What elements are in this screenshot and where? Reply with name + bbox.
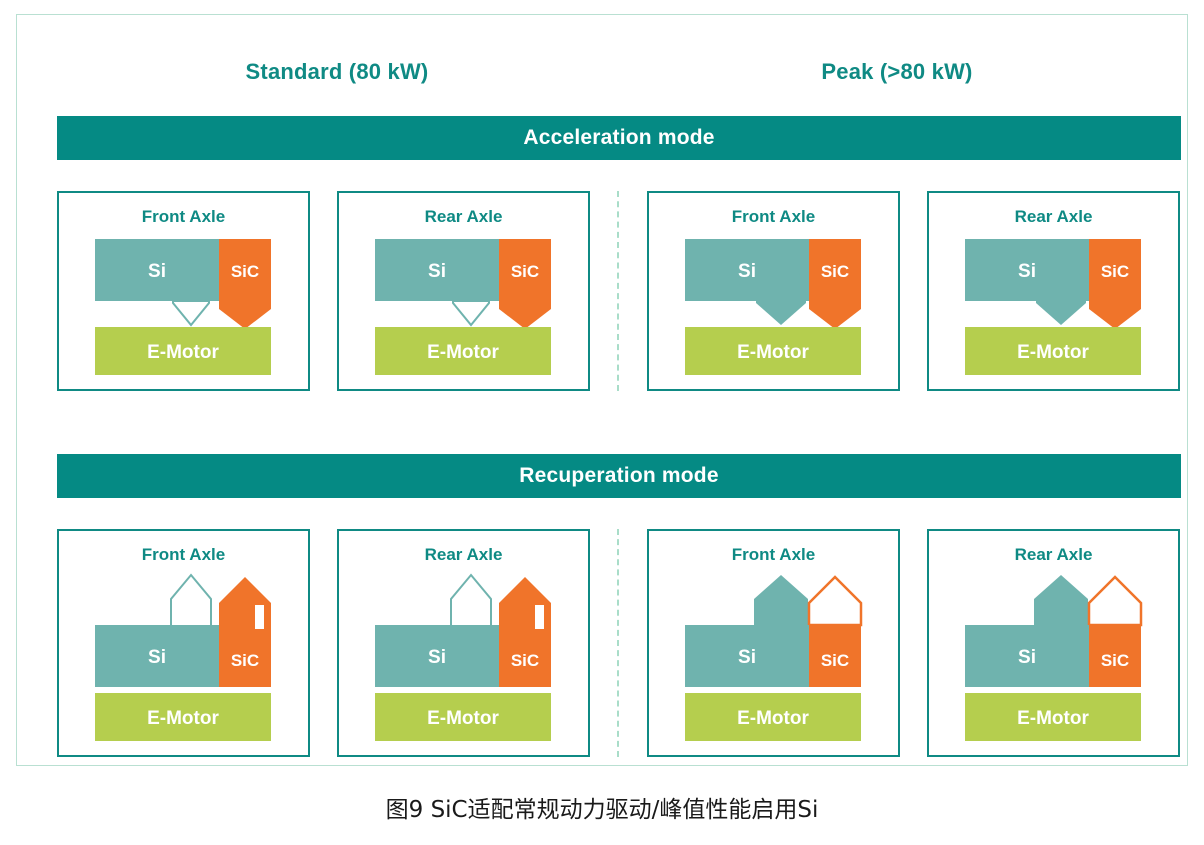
sic-block-with-arrow: [219, 239, 271, 329]
sic-recuperation-arrow-outline: [807, 575, 863, 627]
column-divider-recuperation: [617, 529, 619, 757]
e-motor-label: E-Motor: [1017, 342, 1089, 363]
axle-title: Rear Axle: [1014, 545, 1093, 564]
sic-block: [809, 625, 861, 687]
mode-banner-recuperation: Recuperation mode: [57, 454, 1181, 498]
axle-title: Rear Axle: [1014, 207, 1093, 226]
si-label: Si: [428, 647, 446, 668]
axle-title: Front Axle: [731, 207, 816, 226]
si-label: Si: [1018, 647, 1036, 668]
si-label: Si: [148, 647, 166, 668]
axle-diagram: Si SiC E-Motor: [965, 239, 1141, 375]
si-recuperation-arrow-filled: [1034, 575, 1088, 627]
column-header-peak: Peak (>80 kW): [821, 59, 973, 84]
sic-label: SiC: [1101, 651, 1129, 670]
column-divider-acceleration: [617, 191, 619, 391]
e-motor-label: E-Motor: [737, 708, 809, 729]
axle-diagram: Si SiC E-Motor: [685, 239, 861, 375]
si-block: [95, 239, 219, 301]
axle-title: Front Axle: [141, 207, 226, 226]
si-block: [375, 625, 499, 687]
e-motor-block: [685, 327, 861, 375]
figure-caption: 图9 SiC适配常规动力驱动/峰值性能启用Si: [385, 797, 819, 823]
si-label: Si: [1018, 261, 1036, 282]
si-recuperation-arrow-filled: [754, 575, 808, 627]
si-label: Si: [738, 261, 756, 282]
axle-diagram: Si SiC E-Motor: [95, 239, 271, 375]
mode-banner-acceleration: Acceleration mode: [57, 116, 1181, 160]
si-block: [685, 625, 809, 687]
sic-block-with-arrow: [1089, 239, 1141, 329]
si-label: Si: [738, 647, 756, 668]
axle-title: Rear Axle: [424, 207, 503, 226]
axle-title: Rear Axle: [424, 545, 503, 564]
e-motor-block: [375, 327, 551, 375]
column-header-standard: Standard (80 kW): [245, 59, 429, 84]
sic-block-with-arrow: [499, 239, 551, 329]
sic-recuperation-arrow-outline: [1087, 575, 1143, 627]
axle-diagram: Si SiC E-Motor: [375, 573, 551, 741]
axle-title: Front Axle: [141, 545, 226, 564]
si-label: Si: [428, 261, 446, 282]
sic-notch: [535, 605, 544, 629]
sic-block-with-arrow-filled: [219, 577, 271, 687]
e-motor-label: E-Motor: [147, 708, 219, 729]
sic-label: SiC: [231, 262, 259, 281]
axle-diagram: Si SiC E-Motor: [95, 573, 271, 741]
si-block: [965, 239, 1089, 301]
e-motor-label: E-Motor: [147, 342, 219, 363]
e-motor-label: E-Motor: [427, 342, 499, 363]
sic-block: [1089, 625, 1141, 687]
sic-label: SiC: [821, 651, 849, 670]
sic-label: SiC: [821, 262, 849, 281]
sic-label: SiC: [511, 651, 539, 670]
e-motor-block: [965, 693, 1141, 741]
e-motor-label: E-Motor: [1017, 708, 1089, 729]
si-power-arrow-filled: [1036, 301, 1086, 325]
figure-frame: Standard (80 kW) Peak (>80 kW) Accelerat…: [16, 14, 1188, 766]
si-block: [965, 625, 1089, 687]
sic-label: SiC: [511, 262, 539, 281]
e-motor-block: [685, 693, 861, 741]
si-power-arrow-filled: [756, 301, 806, 325]
si-label: Si: [148, 261, 166, 282]
si-block: [375, 239, 499, 301]
e-motor-label: E-Motor: [427, 708, 499, 729]
sic-notch: [255, 605, 264, 629]
axle-diagram: Si SiC E-Motor: [375, 239, 551, 375]
sic-label: SiC: [1101, 262, 1129, 281]
e-motor-label: E-Motor: [737, 342, 809, 363]
si-block: [95, 625, 219, 687]
si-block: [685, 239, 809, 301]
si-recuperation-arrow-outline: [170, 573, 212, 628]
sic-label: SiC: [231, 651, 259, 670]
sic-block-with-arrow: [809, 239, 861, 329]
si-recuperation-arrow-outline: [450, 573, 492, 628]
e-motor-block: [965, 327, 1141, 375]
axle-diagram: Si SiC E-Motor: [685, 575, 863, 741]
e-motor-block: [95, 327, 271, 375]
axle-diagram: Si SiC E-Motor: [965, 575, 1143, 741]
e-motor-block: [375, 693, 551, 741]
sic-block-with-arrow-filled: [499, 577, 551, 687]
axle-title: Front Axle: [731, 545, 816, 564]
e-motor-block: [95, 693, 271, 741]
si-power-arrow-outline: [172, 300, 210, 327]
si-power-arrow-outline: [452, 300, 490, 327]
